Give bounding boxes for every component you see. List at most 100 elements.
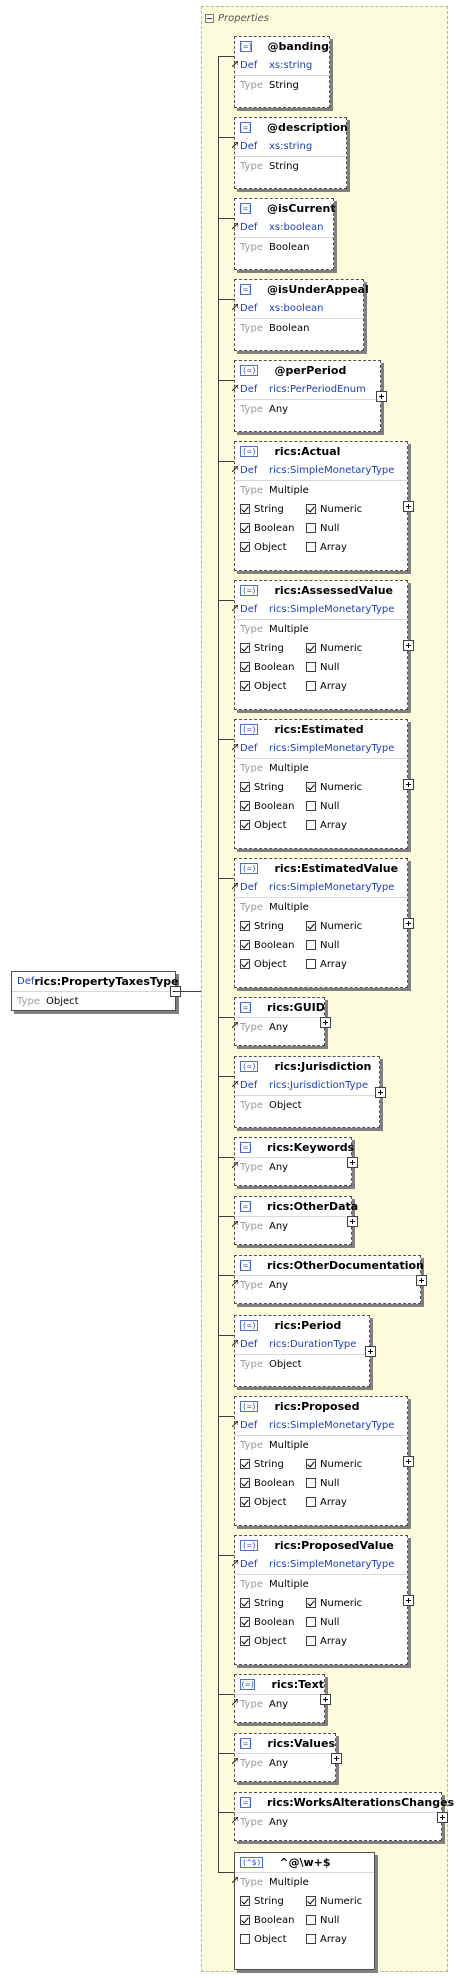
expand-plus-icon[interactable] bbox=[347, 1216, 358, 1227]
object-checkbox[interactable] bbox=[240, 1497, 250, 1507]
boolean-checkbox[interactable] bbox=[240, 801, 250, 811]
null-checkbox[interactable] bbox=[306, 1617, 316, 1627]
checkbox-numeric[interactable]: Numeric bbox=[306, 641, 386, 655]
checkbox-object[interactable]: Object bbox=[240, 818, 306, 832]
numeric-checkbox[interactable] bbox=[306, 504, 316, 514]
checkbox-string[interactable]: String bbox=[240, 502, 306, 516]
numeric-checkbox[interactable] bbox=[306, 1459, 316, 1469]
null-checkbox[interactable] bbox=[306, 940, 316, 950]
expand-plus-icon[interactable] bbox=[403, 501, 414, 512]
checkbox-boolean[interactable]: Boolean bbox=[240, 1913, 306, 1927]
object-checkbox[interactable] bbox=[240, 681, 250, 691]
boolean-checkbox[interactable] bbox=[240, 1915, 250, 1925]
numeric-checkbox[interactable] bbox=[306, 1598, 316, 1608]
boolean-checkbox[interactable] bbox=[240, 523, 250, 533]
checkbox-null[interactable]: Null bbox=[306, 1615, 386, 1629]
checkbox-numeric[interactable]: Numeric bbox=[306, 780, 386, 794]
array-checkbox[interactable] bbox=[306, 1934, 316, 1944]
checkbox-null[interactable]: Null bbox=[306, 660, 386, 674]
checkbox-boolean[interactable]: Boolean bbox=[240, 799, 306, 813]
checkbox-array[interactable]: Array bbox=[306, 818, 386, 832]
expand-plus-icon[interactable] bbox=[403, 779, 414, 790]
object-checkbox[interactable] bbox=[240, 820, 250, 830]
checkbox-numeric[interactable]: Numeric bbox=[306, 502, 386, 516]
checkbox-array[interactable]: Array bbox=[306, 1495, 386, 1509]
checkbox-boolean[interactable]: Boolean bbox=[240, 1476, 306, 1490]
boolean-checkbox[interactable] bbox=[240, 1478, 250, 1488]
checkbox-object[interactable]: Object bbox=[240, 1495, 306, 1509]
string-checkbox[interactable] bbox=[240, 782, 250, 792]
checkbox-boolean[interactable]: Boolean bbox=[240, 938, 306, 952]
checkbox-string[interactable]: String bbox=[240, 919, 306, 933]
expand-plus-icon[interactable] bbox=[320, 1694, 331, 1705]
expand-plus-icon[interactable] bbox=[320, 1017, 331, 1028]
array-checkbox[interactable] bbox=[306, 959, 316, 969]
expand-plus-icon[interactable] bbox=[376, 391, 387, 402]
expand-plus-icon[interactable] bbox=[416, 1275, 427, 1286]
numeric-checkbox[interactable] bbox=[306, 1896, 316, 1906]
checkbox-numeric[interactable]: Numeric bbox=[306, 1457, 386, 1471]
checkbox-numeric[interactable]: Numeric bbox=[306, 919, 386, 933]
string-checkbox[interactable] bbox=[240, 921, 250, 931]
null-checkbox[interactable] bbox=[306, 662, 316, 672]
object-checkbox[interactable] bbox=[240, 542, 250, 552]
checkbox-numeric[interactable]: Numeric bbox=[306, 1894, 386, 1908]
null-checkbox[interactable] bbox=[306, 801, 316, 811]
expand-plus-icon[interactable] bbox=[375, 1087, 386, 1098]
checkbox-null[interactable]: Null bbox=[306, 1476, 386, 1490]
array-checkbox[interactable] bbox=[306, 1636, 316, 1646]
checkbox-array[interactable]: Array bbox=[306, 1932, 386, 1946]
array-checkbox[interactable] bbox=[306, 681, 316, 691]
checkbox-object[interactable]: Object bbox=[240, 957, 306, 971]
checkbox-null[interactable]: Null bbox=[306, 1913, 386, 1927]
string-checkbox[interactable] bbox=[240, 504, 250, 514]
checkbox-string[interactable]: String bbox=[240, 1894, 306, 1908]
expand-plus-icon[interactable] bbox=[403, 918, 414, 929]
numeric-checkbox[interactable] bbox=[306, 921, 316, 931]
checkbox-boolean[interactable]: Boolean bbox=[240, 1615, 306, 1629]
expand-plus-icon[interactable] bbox=[365, 1346, 376, 1357]
checkbox-array[interactable]: Array bbox=[306, 1634, 386, 1648]
string-checkbox[interactable] bbox=[240, 643, 250, 653]
expand-plus-icon[interactable] bbox=[437, 1812, 448, 1823]
checkbox-string[interactable]: String bbox=[240, 641, 306, 655]
null-checkbox[interactable] bbox=[306, 1915, 316, 1925]
array-checkbox[interactable] bbox=[306, 820, 316, 830]
checkbox-null[interactable]: Null bbox=[306, 938, 386, 952]
checkbox-string[interactable]: String bbox=[240, 1596, 306, 1610]
numeric-checkbox[interactable] bbox=[306, 643, 316, 653]
expand-plus-icon[interactable] bbox=[347, 1157, 358, 1168]
root-type-box[interactable]: Def rics:PropertyTaxesType Type Object bbox=[11, 971, 181, 1011]
boolean-checkbox[interactable] bbox=[240, 940, 250, 950]
expand-plus-icon[interactable] bbox=[403, 1456, 414, 1467]
expand-plus-icon[interactable] bbox=[403, 640, 414, 651]
checkbox-array[interactable]: Array bbox=[306, 679, 386, 693]
checkbox-numeric[interactable]: Numeric bbox=[306, 1596, 386, 1610]
checkbox-array[interactable]: Array bbox=[306, 540, 386, 554]
object-checkbox[interactable] bbox=[240, 1636, 250, 1646]
checkbox-boolean[interactable]: Boolean bbox=[240, 660, 306, 674]
checkbox-null[interactable]: Null bbox=[306, 799, 386, 813]
checkbox-object[interactable]: Object bbox=[240, 1932, 306, 1946]
checkbox-object[interactable]: Object bbox=[240, 540, 306, 554]
expand-plus-icon[interactable] bbox=[331, 1753, 342, 1764]
expand-plus-icon[interactable] bbox=[403, 1595, 414, 1606]
